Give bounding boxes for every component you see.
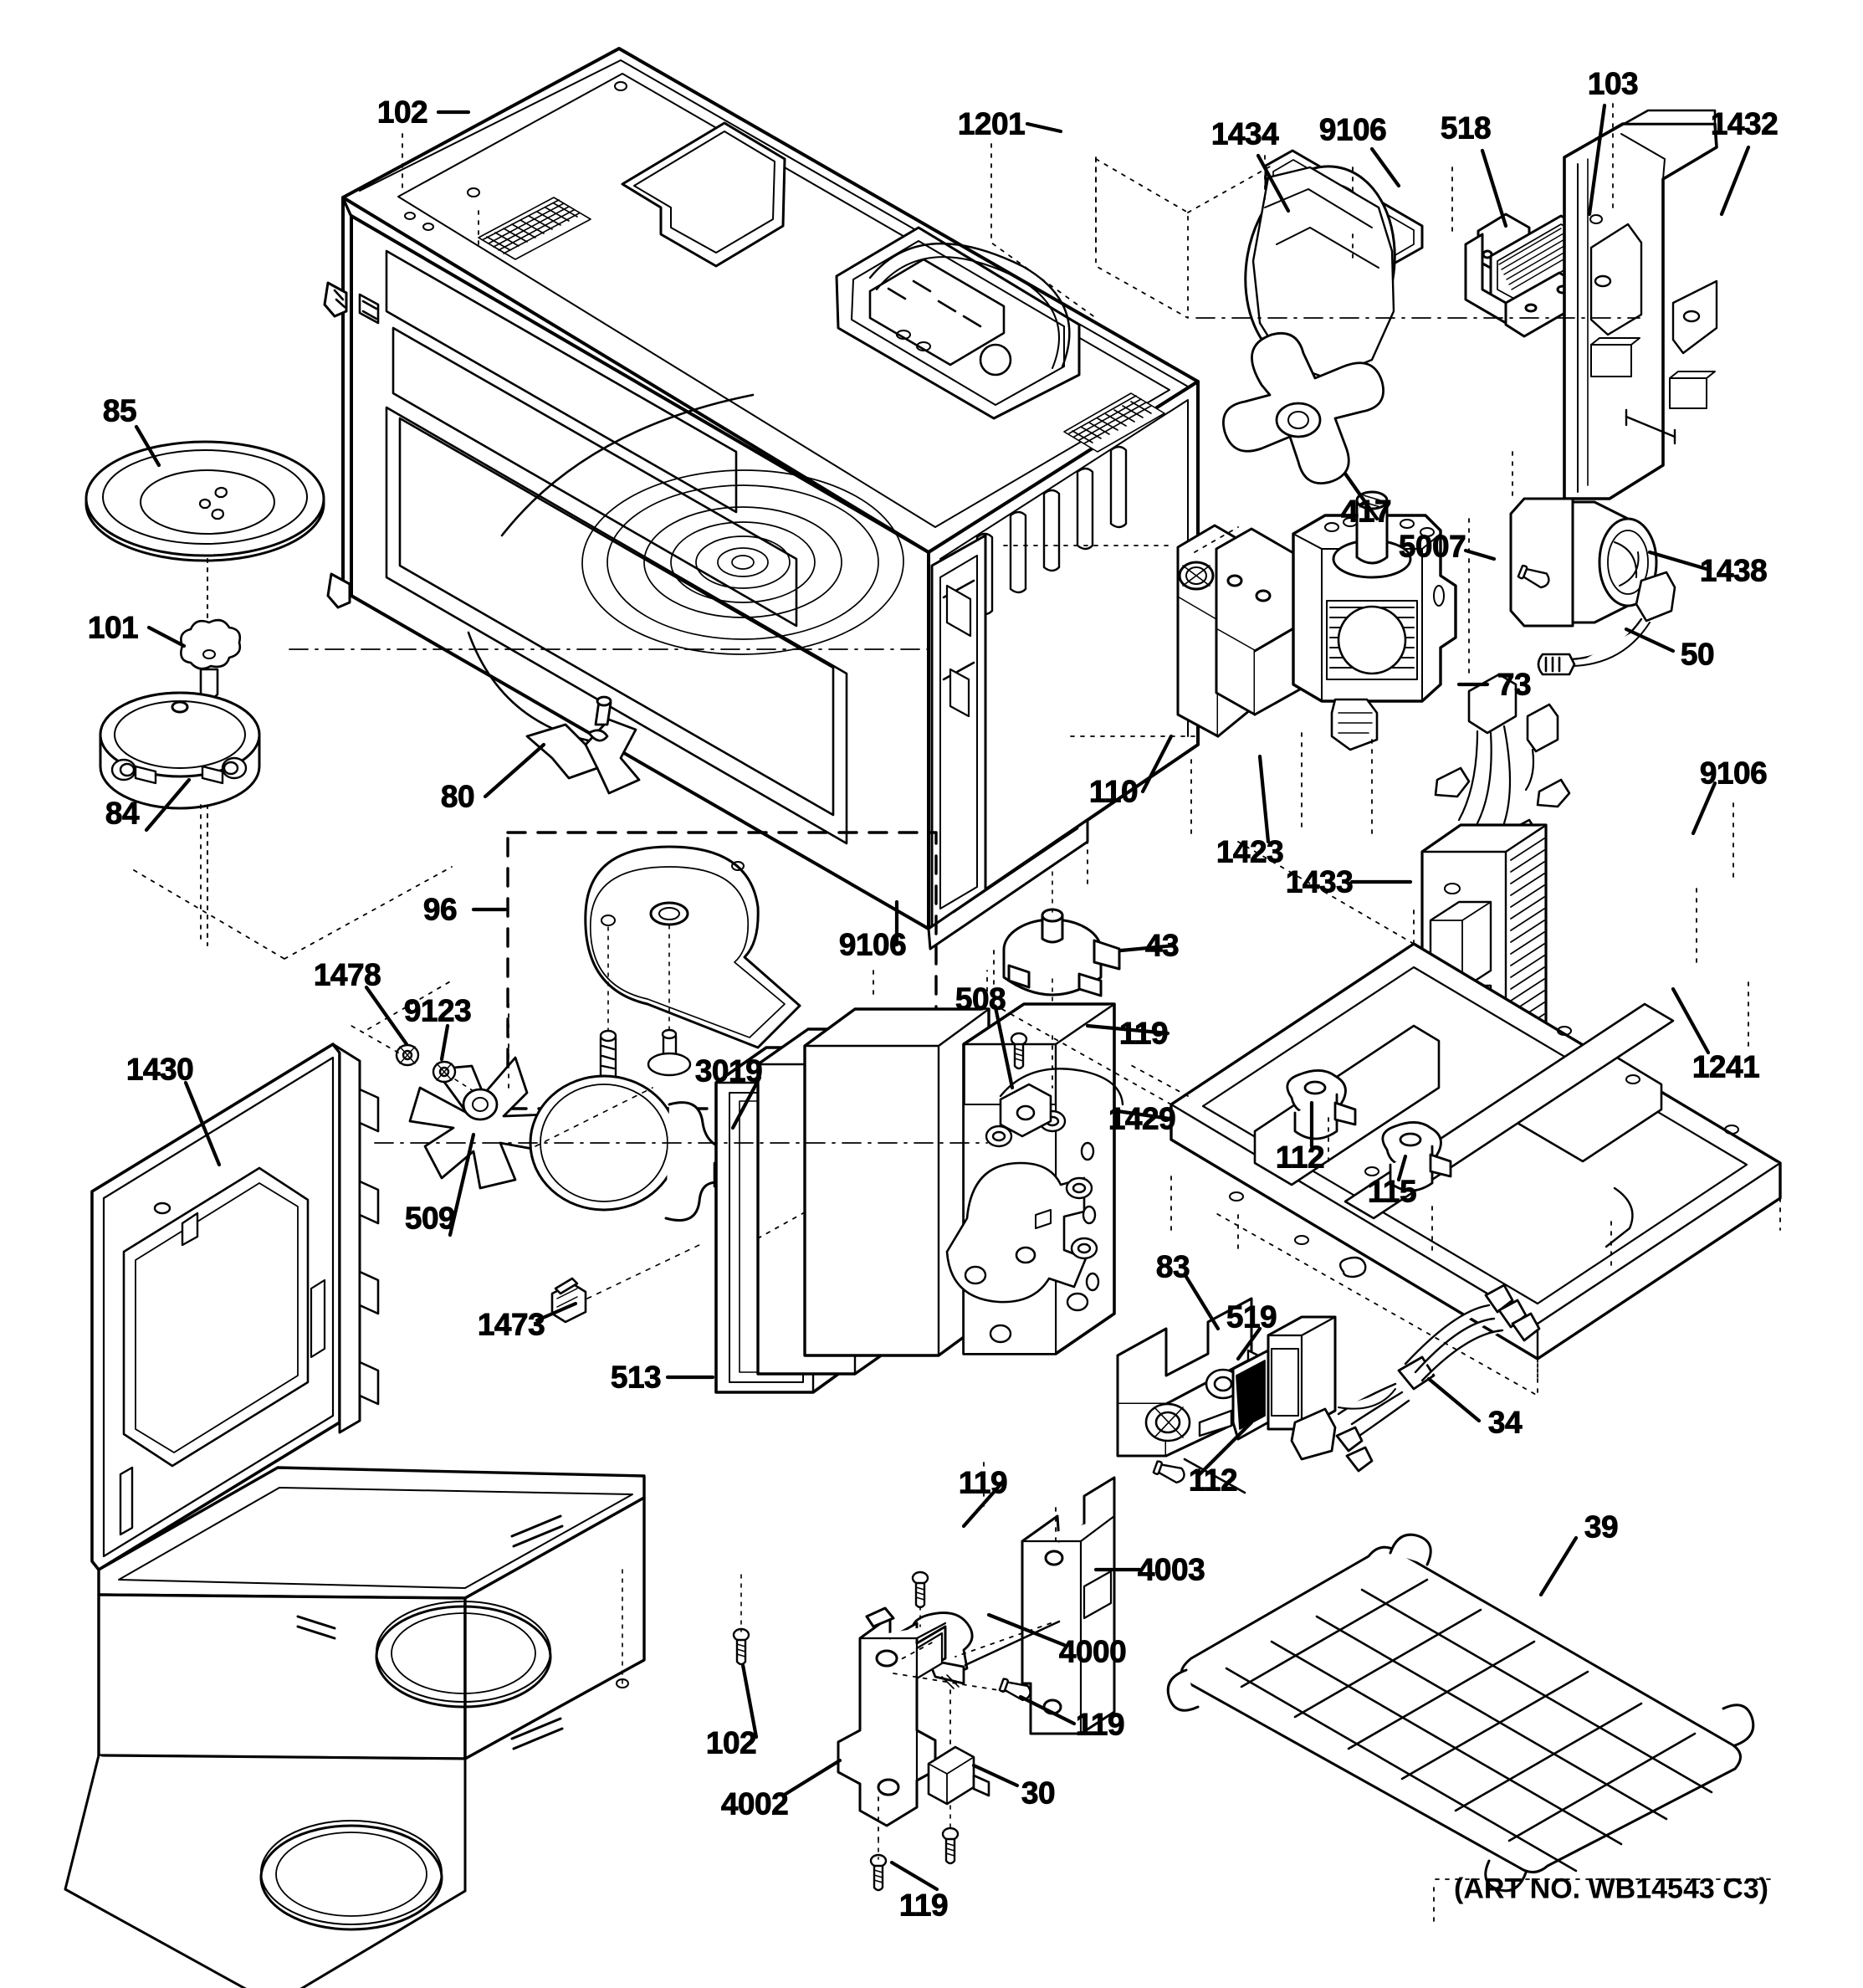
callout-112-b: 112 <box>1188 1463 1238 1498</box>
callout-417: 417 <box>1340 494 1392 529</box>
callout-83: 83 <box>1155 1249 1190 1284</box>
callout-102-bot: 102 <box>705 1725 757 1760</box>
callout-1241: 1241 <box>1692 1049 1760 1084</box>
callout-110: 110 <box>1088 774 1139 809</box>
callout-3019: 3019 <box>694 1053 763 1089</box>
callout-1473: 1473 <box>477 1307 545 1342</box>
callout-9106-a: 9106 <box>1318 112 1387 147</box>
callout-119-a: 119 <box>1118 1016 1169 1051</box>
callout-30: 30 <box>1021 1775 1056 1811</box>
callout-43: 43 <box>1144 928 1180 963</box>
callout-513: 513 <box>610 1360 662 1395</box>
callout-9106-b: 9106 <box>1699 756 1768 791</box>
callout-112-a: 112 <box>1275 1140 1325 1175</box>
callout-84: 84 <box>105 796 140 831</box>
callout-9106-c: 9106 <box>838 927 907 962</box>
callout-5007: 5007 <box>1398 529 1466 564</box>
callout-80: 80 <box>440 779 475 814</box>
callout-1432: 1432 <box>1710 106 1779 141</box>
callout-73: 73 <box>1497 667 1532 702</box>
callout-39: 39 <box>1584 1509 1619 1545</box>
callout-102-top: 102 <box>376 95 428 130</box>
callout-1434: 1434 <box>1210 116 1279 151</box>
callout-519: 519 <box>1226 1299 1277 1335</box>
callout-1430: 1430 <box>125 1052 194 1087</box>
callout-9123: 9123 <box>403 993 472 1028</box>
callout-4000: 4000 <box>1058 1634 1127 1669</box>
callout-119-d: 119 <box>898 1888 949 1923</box>
callout-4002: 4002 <box>720 1786 789 1821</box>
callout-1429: 1429 <box>1108 1101 1176 1136</box>
art-number-caption: (ART NO. WB14543 C3) <box>1454 1873 1768 1905</box>
callout-96: 96 <box>422 892 458 927</box>
callout-85: 85 <box>102 393 137 428</box>
callout-103: 103 <box>1587 66 1639 101</box>
callout-1423: 1423 <box>1216 834 1284 869</box>
callout-1433: 1433 <box>1285 864 1354 899</box>
callout-509: 509 <box>404 1201 456 1236</box>
callout-1438: 1438 <box>1699 553 1768 588</box>
callout-508: 508 <box>955 981 1006 1017</box>
callout-1478: 1478 <box>313 957 381 992</box>
callout-119-c: 119 <box>1075 1707 1125 1742</box>
callout-34: 34 <box>1487 1405 1523 1440</box>
callout-101: 101 <box>87 610 139 645</box>
callout-1201: 1201 <box>957 106 1026 141</box>
callout-4003: 4003 <box>1137 1552 1205 1587</box>
callout-115: 115 <box>1367 1174 1417 1209</box>
callout-518: 518 <box>1440 110 1492 146</box>
callout-50: 50 <box>1680 637 1715 672</box>
callout-119-b: 119 <box>958 1465 1008 1500</box>
